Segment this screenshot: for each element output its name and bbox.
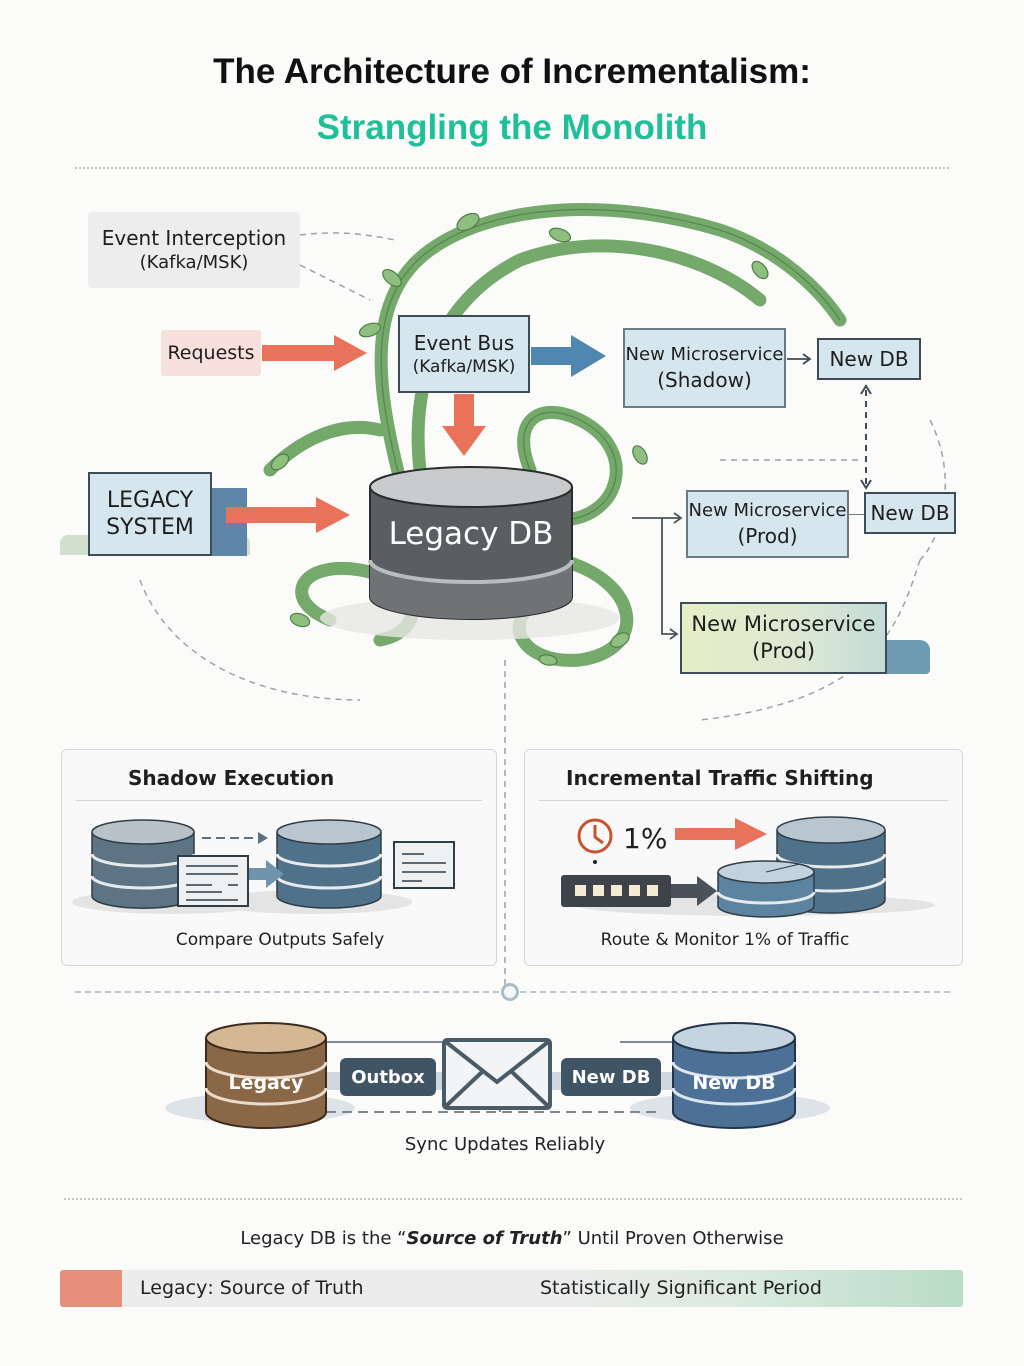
- page-title: The Architecture of Incrementalism:: [213, 52, 811, 91]
- event-interception-title: Event Interception: [101, 226, 287, 251]
- timeline-left-bold: Legacy: [140, 1277, 208, 1299]
- vine-to-prod-arrows-icon: [632, 512, 683, 640]
- shadow-to-newdb-arrow-icon: [787, 353, 812, 365]
- prod-2-side-decor: [880, 640, 930, 674]
- event-interception-subtitle: (Kafka/MSK): [139, 252, 249, 274]
- traffic-shifting-title: Incremental Traffic Shifting: [566, 766, 874, 790]
- header-divider: [75, 167, 949, 169]
- microservice-shadow-subtitle: (Shadow): [657, 367, 752, 392]
- traffic-percent-label: 1%: [623, 822, 668, 855]
- timeline-left-rest: : Source of Truth: [207, 1277, 364, 1299]
- source-of-truth-statement: Legacy DB is the “Source of Truth” Until…: [0, 1228, 1024, 1249]
- microservice-prod-1-subtitle: (Prod): [737, 523, 798, 548]
- microservice-shadow-box: New Microservice (Shadow): [623, 328, 786, 408]
- timeline-legacy-marker: [60, 1270, 122, 1307]
- legacy-db-cylinder: [368, 466, 574, 620]
- microservice-prod-2-subtitle: (Prod): [751, 639, 816, 663]
- legacy-system-arrow-icon: [226, 497, 350, 533]
- traffic-shifting-rule: [539, 800, 948, 801]
- shadow-execution-title: Shadow Execution: [128, 766, 335, 790]
- statement-prefix: Legacy DB is the “: [240, 1228, 407, 1249]
- shadow-execution-caption: Compare Outputs Safely: [175, 930, 385, 950]
- event-bus-right-arrow-icon: [531, 335, 606, 377]
- event-bus-title: Event Bus: [413, 330, 515, 355]
- event-bus-subtitle: (Kafka/MSK): [412, 356, 516, 377]
- traffic-shifting-illustration: [561, 816, 935, 918]
- shadow-execution-illustration: [72, 819, 455, 914]
- event-bus-box: Event Bus (Kafka/MSK): [398, 315, 530, 393]
- timeline-left-label: Legacy: Source of Truth: [140, 1277, 364, 1299]
- clock-icon: [577, 818, 613, 864]
- timeline-right-label: Statistically Significant Period: [540, 1277, 822, 1299]
- microservice-prod-box-2: New Microservice (Prod): [680, 602, 887, 674]
- mid-divider-right: [520, 991, 950, 993]
- newdb-sync-dashed-arrow-icon: [860, 384, 872, 490]
- event-bus-down-arrow-icon: [442, 394, 486, 456]
- connector-node: [501, 983, 519, 1001]
- event-interception-box: Event Interception (Kafka/MSK): [88, 212, 300, 288]
- timeline-bar: Legacy: Source of Truth Statistically Si…: [60, 1270, 963, 1307]
- new-db-box-2: New DB: [864, 492, 956, 534]
- microservice-prod-2-title: New Microservice: [691, 611, 876, 636]
- requests-arrow-icon: [262, 335, 367, 371]
- legacy-system-line1: LEGACY: [106, 487, 194, 513]
- sync-caption: Sync Updates Reliably: [404, 1134, 606, 1155]
- shadow-execution-panel: Shadow Execution Compare Outputs Safely: [61, 749, 497, 966]
- statement-suffix: ” Until Proven Otherwise: [562, 1228, 784, 1249]
- legacy-db-label: Legacy DB: [388, 516, 554, 552]
- new-db-box-1: New DB: [817, 338, 921, 380]
- legacy-system-box: LEGACY SYSTEM: [88, 472, 212, 556]
- microservice-prod-1-title: New Microservice: [688, 500, 847, 522]
- sync-new-db-label: New DB: [692, 1072, 776, 1094]
- traffic-shifting-caption: Route & Monitor 1% of Traffic: [600, 930, 850, 950]
- legacy-system-line2: SYSTEM: [106, 515, 194, 540]
- traffic-shifting-panel: Incremental Traffic Shifting 1% Route & …: [524, 749, 963, 966]
- microservice-prod-box-1: New Microservice (Prod): [686, 490, 849, 558]
- requests-box: Requests: [161, 330, 261, 376]
- new-db-label-2: New DB: [870, 501, 950, 525]
- prod-to-newdb-connector: [849, 514, 864, 515]
- shadow-execution-rule: [76, 800, 482, 801]
- outbox-pill: Outbox: [340, 1058, 436, 1096]
- mid-divider-left: [75, 991, 499, 993]
- new-db-pill: New DB: [561, 1058, 661, 1096]
- microservice-shadow-title: New Microservice: [625, 344, 784, 366]
- requests-label: Requests: [167, 341, 255, 364]
- new-db-label-1: New DB: [829, 347, 909, 371]
- sync-legacy-db-label: Legacy: [228, 1072, 304, 1094]
- page-subtitle: Strangling the Monolith: [316, 108, 708, 147]
- footer-divider: [64, 1198, 962, 1200]
- statement-emphasis: Source of Truth: [406, 1228, 563, 1249]
